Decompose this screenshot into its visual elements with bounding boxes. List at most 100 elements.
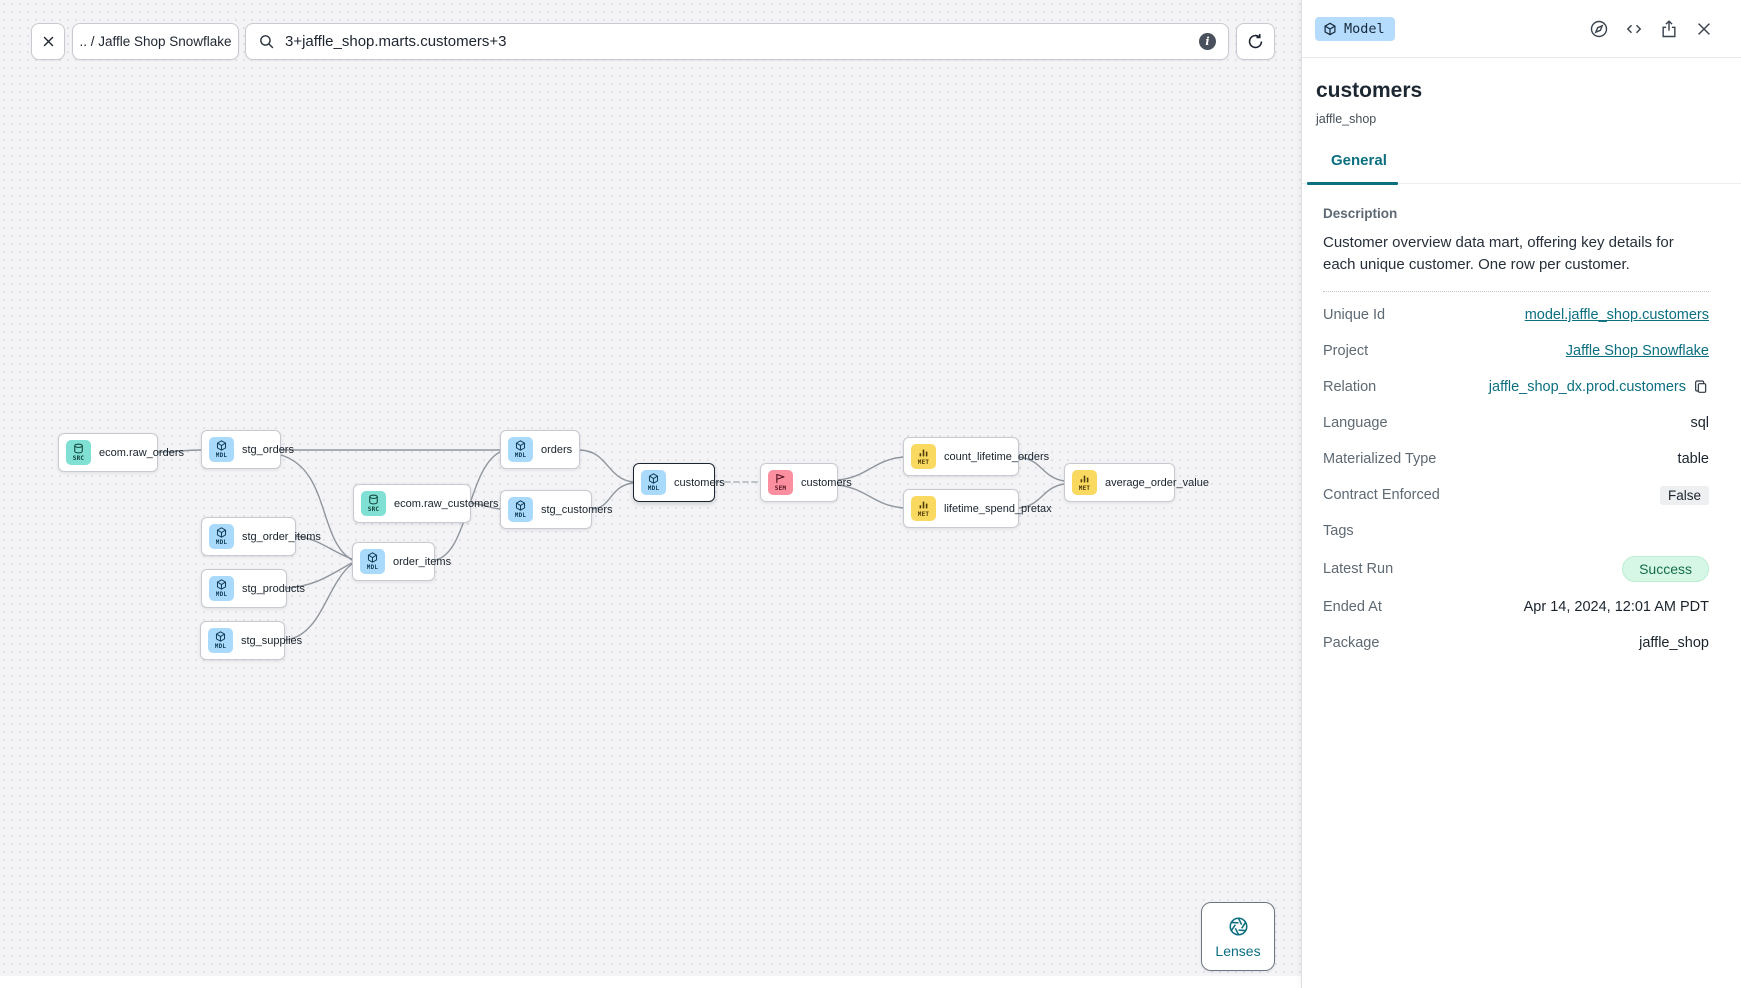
- field-value: sql: [1690, 415, 1709, 431]
- refresh-button[interactable]: [1236, 23, 1275, 60]
- model-icon: MDL: [208, 628, 233, 653]
- edge-stg_supplies-order_items: [284, 563, 353, 641]
- metric-icon: MET: [1072, 470, 1097, 495]
- field-row-latest-run: Latest Run Success: [1323, 549, 1709, 589]
- graph-node-ecom.raw_orders[interactable]: SRC ecom.raw_orders: [58, 433, 184, 472]
- run-status-badge: Success: [1622, 556, 1709, 582]
- node-type-label: SEM: [774, 484, 787, 492]
- graph-node-stg_supplies[interactable]: MDL stg_supplies: [200, 621, 302, 660]
- field-label: Relation: [1323, 379, 1377, 395]
- field-label: Unique Id: [1323, 307, 1386, 323]
- field-label: Materialized Type: [1323, 451, 1437, 467]
- close-icon: [43, 36, 53, 47]
- node-label: stg_order_items: [242, 530, 321, 543]
- node-label: customers: [801, 476, 852, 489]
- breadcrumb[interactable]: .. / Jaffle Shop Snowflake: [72, 23, 239, 60]
- model-icon: MDL: [360, 549, 385, 574]
- node-label: stg_customers: [541, 503, 613, 516]
- node-label: count_lifetime_orders: [944, 450, 1050, 463]
- status-badge: False: [1659, 485, 1709, 505]
- share-icon[interactable]: [1659, 19, 1679, 39]
- model-icon: MDL: [508, 437, 533, 462]
- edge-orders-customers: [579, 449, 634, 483]
- node-type-label: MET: [1078, 484, 1091, 492]
- tab-general[interactable]: General: [1331, 152, 1387, 169]
- field-value-link[interactable]: Jaffle Shop Snowflake: [1565, 343, 1709, 359]
- close-panel-icon[interactable]: [1694, 19, 1714, 39]
- lenses-label: Lenses: [1215, 942, 1261, 959]
- field-label: Language: [1323, 415, 1388, 431]
- node-type-label: MET: [917, 510, 930, 518]
- node-label: stg_products: [242, 582, 305, 595]
- lineage-search[interactable]: i: [245, 23, 1229, 60]
- node-type-label: MDL: [647, 484, 660, 492]
- field-label: Contract Enforced: [1323, 487, 1440, 503]
- node-type-label: MDL: [214, 642, 227, 650]
- model-icon: MDL: [209, 576, 234, 601]
- field-label: Tags: [1323, 523, 1354, 539]
- graph-node-order_items[interactable]: MDL order_items: [352, 542, 451, 581]
- model-icon: MDL: [641, 470, 666, 495]
- model-icon: MDL: [209, 437, 234, 462]
- field-value: table: [1677, 451, 1709, 467]
- lenses-button[interactable]: Lenses: [1201, 902, 1275, 971]
- graph-node-orders[interactable]: MDL orders: [500, 430, 580, 469]
- field-label: Ended At: [1323, 599, 1382, 615]
- panel-header: Model: [1302, 0, 1741, 58]
- explore-compass-icon[interactable]: [1589, 19, 1609, 39]
- resource-type-label: Model: [1344, 20, 1385, 37]
- field-row-materialized-type: Materialized Type table: [1323, 441, 1709, 477]
- metric-icon: MET: [911, 496, 936, 521]
- description-text: Customer overview data mart, offering ke…: [1323, 234, 1674, 273]
- node-type-label: SRC: [367, 505, 380, 513]
- page-title: customers: [1316, 79, 1423, 102]
- source-icon: SRC: [361, 491, 386, 516]
- field-row-project: Project Jaffle Shop Snowflake: [1323, 333, 1709, 369]
- node-type-label: MDL: [215, 590, 228, 598]
- copy-icon[interactable]: [1693, 379, 1709, 395]
- semantic-icon: SEM: [768, 470, 793, 495]
- node-label: orders: [541, 443, 573, 456]
- node-label: stg_orders: [242, 443, 294, 456]
- description-heading: Description: [1323, 206, 1398, 221]
- node-type-label: MDL: [366, 563, 379, 571]
- panel-tabs: General: [1302, 152, 1741, 185]
- node-type-label: MDL: [514, 451, 527, 459]
- lenses-aperture-icon: [1228, 916, 1248, 936]
- graph-node-stg_products[interactable]: MDL stg_products: [201, 569, 305, 608]
- field-label: Latest Run: [1323, 561, 1394, 577]
- node-label: order_items: [393, 555, 452, 568]
- graph-node-customers[interactable]: SEM customers: [760, 463, 852, 502]
- details-panel: Model customers jaffle_shop General Desc…: [1301, 0, 1741, 988]
- view-code-icon[interactable]: [1624, 19, 1644, 39]
- node-label: ecom.raw_orders: [99, 446, 184, 459]
- graph-node-average_order_value[interactable]: MET average_order_value: [1064, 463, 1209, 502]
- close-lineage-button[interactable]: [31, 23, 65, 60]
- model-cube-icon: [1324, 22, 1336, 35]
- search-icon: [260, 35, 274, 49]
- node-type-label: MDL: [514, 511, 527, 519]
- node-label: stg_supplies: [241, 634, 303, 647]
- graph-node-count_lifetime_orders[interactable]: MET count_lifetime_orders: [903, 437, 1049, 476]
- node-label: average_order_value: [1105, 476, 1209, 489]
- field-value: Apr 14, 2024, 12:01 AM PDT: [1523, 599, 1709, 615]
- breadcrumb-label: .. / Jaffle Shop Snowflake: [79, 34, 232, 49]
- field-value: jaffle_shop_dx.prod.customers: [1488, 379, 1686, 395]
- info-icon[interactable]: i: [1199, 33, 1216, 50]
- metric-icon: MET: [911, 444, 936, 469]
- field-row-relation: Relation jaffle_shop_dx.prod.customers: [1323, 369, 1709, 405]
- field-row-ended-at: Ended At Apr 14, 2024, 12:01 AM PDT: [1323, 589, 1709, 625]
- field-value-link[interactable]: model.jaffle_shop.customers: [1524, 307, 1709, 323]
- source-icon: SRC: [66, 440, 91, 465]
- search-input[interactable]: [285, 33, 1189, 50]
- graph-node-stg_orders[interactable]: MDL stg_orders: [201, 430, 294, 469]
- graph-node-stg_customers[interactable]: MDL stg_customers: [500, 490, 613, 529]
- field-label: Package: [1323, 635, 1380, 651]
- field-label: Project: [1323, 343, 1369, 359]
